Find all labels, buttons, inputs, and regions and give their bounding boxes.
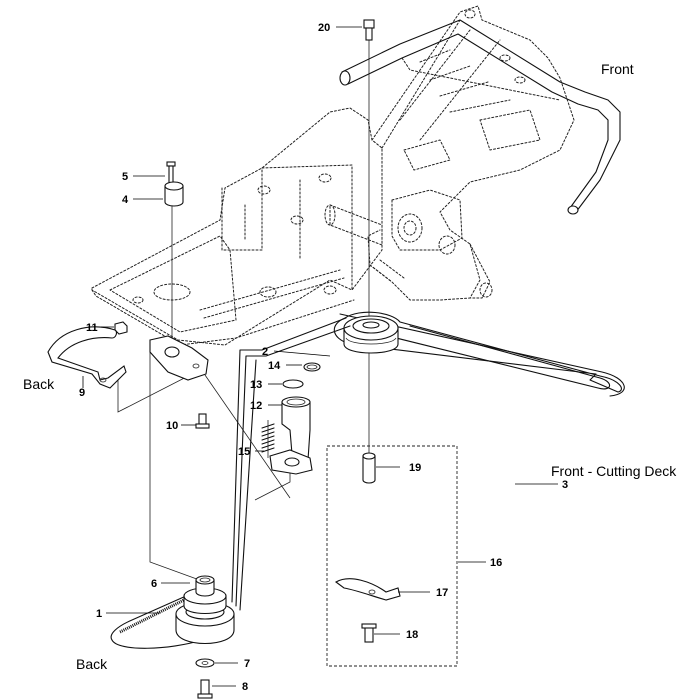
assembly-center-lines [117,38,370,583]
part-19-pin [362,452,376,484]
part-12-bushing [269,396,313,475]
callout-11: 11 [86,322,98,334]
part-idler-bracket [149,335,209,381]
callout-2: 2 [262,346,268,358]
label-back-top: Back [23,376,55,392]
part-6-pulley [175,575,235,645]
part-3-belt [333,311,625,397]
callout-12: 12 [250,400,262,412]
callout-7: 7 [244,658,250,670]
callout-15: 15 [238,446,250,458]
part-8-bolt [197,679,213,699]
callout-16: 16 [490,557,502,569]
part-18-bolt [361,623,377,643]
part-13-washer [282,379,304,389]
part-20-bolt [363,19,375,41]
callout-5: 5 [122,171,128,183]
part-4-spacer [164,181,184,207]
callout-6: 6 [151,578,157,590]
callout-8: 8 [242,681,248,693]
callout-20: 20 [318,22,330,34]
part-17-guide [334,578,401,601]
callout-18: 18 [406,629,418,641]
direction-labels: Front Back Front - Cutting Deck Back [23,61,677,672]
callout-4: 4 [122,194,129,206]
part-7-washer [195,658,215,668]
part-2-belt [231,317,351,611]
assembly-16-box [326,445,458,667]
callout-14: 14 [268,360,281,372]
part-15-spring [261,420,275,458]
label-front: Front [601,61,634,77]
callout-3: 3 [562,479,568,491]
callout-17: 17 [436,587,448,599]
callout-9: 9 [79,387,85,399]
part-front-pulley [343,315,399,354]
part-14-ring [303,362,321,372]
callout-1: 1 [96,608,102,620]
callout-19: 19 [409,462,421,474]
callout-10: 10 [166,420,178,432]
leader-lines [82,26,558,687]
label-back-bottom: Back [76,656,108,672]
label-front-cutting-deck: Front - Cutting Deck [551,463,677,479]
part-10-bolt [195,413,210,429]
callout-numbers: 20 5 4 11 9 10 14 13 12 15 19 3 2 16 6 1… [79,22,568,693]
callout-13: 13 [250,379,262,391]
part-9-guard [47,326,127,389]
